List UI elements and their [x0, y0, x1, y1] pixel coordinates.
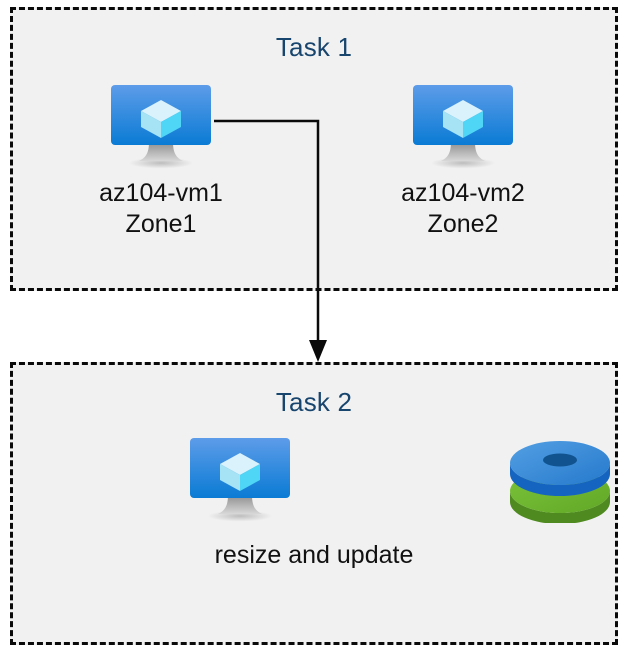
task-2-icon-row	[13, 435, 615, 523]
task-2-caption: resize and update	[214, 541, 414, 569]
virtual-machine-icon	[186, 435, 294, 523]
node-label-line2: Zone2	[427, 210, 499, 238]
managed-disks-icon	[505, 439, 615, 523]
node-label-line1: az104-vm1	[99, 179, 223, 207]
node-label-line2: Zone1	[125, 210, 197, 238]
task-1-container: Task 1	[10, 7, 618, 291]
task-1-title: Task 1	[275, 32, 353, 62]
task-2-container: Task 2	[10, 362, 618, 645]
virtual-machine-icon	[409, 82, 517, 170]
virtual-machine-icon	[107, 82, 215, 170]
task-2-title: Task 2	[275, 387, 353, 417]
node-label-line1: az104-vm2	[401, 179, 525, 207]
